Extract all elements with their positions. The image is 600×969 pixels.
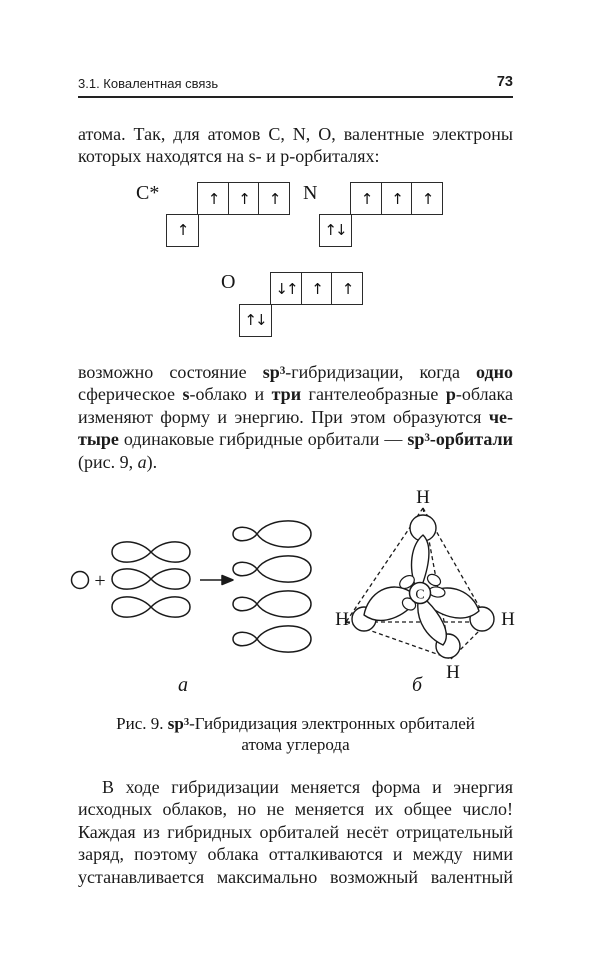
s-orbital-circle bbox=[70, 570, 90, 590]
panel-b-label: б bbox=[412, 674, 423, 696]
nitrogen-s-orbital: ↑↓ bbox=[318, 213, 352, 247]
oxygen-p-orbitals: ↓↑ ↑ ↑ bbox=[270, 272, 363, 305]
hydrogen-label: H bbox=[446, 662, 460, 683]
text-line: изменяют форму и энергию. При этом образ… bbox=[78, 406, 513, 427]
hybrid-orbital-lobes bbox=[232, 520, 312, 653]
orbital-cell: ↑ bbox=[300, 272, 333, 305]
carbon-s-orbital: ↑ bbox=[165, 213, 199, 247]
text-line: устанавливается максимально возможный ва… bbox=[78, 866, 513, 887]
plus-sign: + bbox=[94, 570, 105, 592]
orbital-mixing-diagram: + bbox=[70, 520, 312, 653]
carbon-label: C* bbox=[136, 182, 160, 204]
orbital-cell: ↑ bbox=[331, 272, 363, 305]
page-number: 73 bbox=[496, 74, 513, 90]
orbital-cell: ↑ bbox=[380, 182, 413, 215]
text-line: возможно состояние sp3-гибридизации, ког… bbox=[78, 362, 513, 382]
section-title: 3.1. Ковалентная связь bbox=[78, 76, 219, 91]
arrow-icon bbox=[200, 574, 234, 586]
panel-a-label: а bbox=[178, 674, 188, 696]
carbon-circle bbox=[408, 581, 432, 605]
text-line: Каждая из гибридных орбиталей несёт отри… bbox=[78, 821, 513, 842]
hydrogen-label: H bbox=[416, 487, 430, 508]
orbital-cell: ↓↑ bbox=[270, 272, 302, 305]
nitrogen-p-orbitals: ↑ ↑ ↑ bbox=[350, 182, 443, 215]
oxygen-s-orbital: ↑↓ bbox=[238, 303, 272, 337]
nitrogen-label: N bbox=[303, 182, 318, 204]
hydrogen-label: H bbox=[501, 609, 515, 630]
sp3-lobes bbox=[363, 534, 480, 646]
methane-tetrahedron-diagram: C H H H H bbox=[335, 487, 515, 683]
hydrogen-label: H bbox=[335, 609, 349, 630]
carbon-p-orbitals: ↑ ↑ ↑ bbox=[197, 182, 290, 215]
text-line: (рис. 9, а). bbox=[78, 451, 158, 472]
paragraph-hybridization: возможно состояние sp3-гибридизации, ког… bbox=[78, 361, 513, 473]
carbon-atom-label: C bbox=[415, 588, 424, 603]
text-line: сферическое s-облако и три гантелеобразн… bbox=[78, 384, 514, 405]
orbital-cell: ↑ bbox=[227, 182, 260, 215]
text-line: заряд, поэтому облака отталкиваются и ме… bbox=[78, 844, 513, 865]
caption-line: Рис. 9. sp3-Гибридизация электронных орб… bbox=[116, 714, 475, 733]
caption-line: атома углерода bbox=[241, 734, 350, 754]
orbital-cell: ↑ bbox=[258, 182, 290, 215]
paragraph-conclusion: В ходе гибридизации меняется форма и эне… bbox=[78, 776, 513, 888]
orbital-cell: ↑ bbox=[411, 182, 443, 215]
text-line: тыре одинаковые гибридные орбитали — sp3… bbox=[78, 429, 513, 450]
header-rule bbox=[78, 96, 513, 98]
orbital-cell: ↑ bbox=[350, 182, 382, 215]
text-line: атома. Так, для атомов C, N, O, валентны… bbox=[78, 124, 513, 144]
oxygen-label: O bbox=[221, 271, 236, 293]
p-orbital-lobes bbox=[111, 541, 191, 618]
text-line: В ходе гибридизации меняется форма и эне… bbox=[102, 777, 513, 797]
figure-caption: Рис. 9. sp3-Гибридизация электронных орб… bbox=[78, 714, 513, 755]
orbital-cell: ↑ bbox=[197, 182, 229, 215]
text-line: исходных облаков, но не меняется их обще… bbox=[78, 799, 513, 820]
paragraph-intro: атома. Так, для атомов C, N, O, валентны… bbox=[78, 123, 513, 168]
text-line: которых находятся на s- и p-орбиталях: bbox=[78, 146, 380, 167]
